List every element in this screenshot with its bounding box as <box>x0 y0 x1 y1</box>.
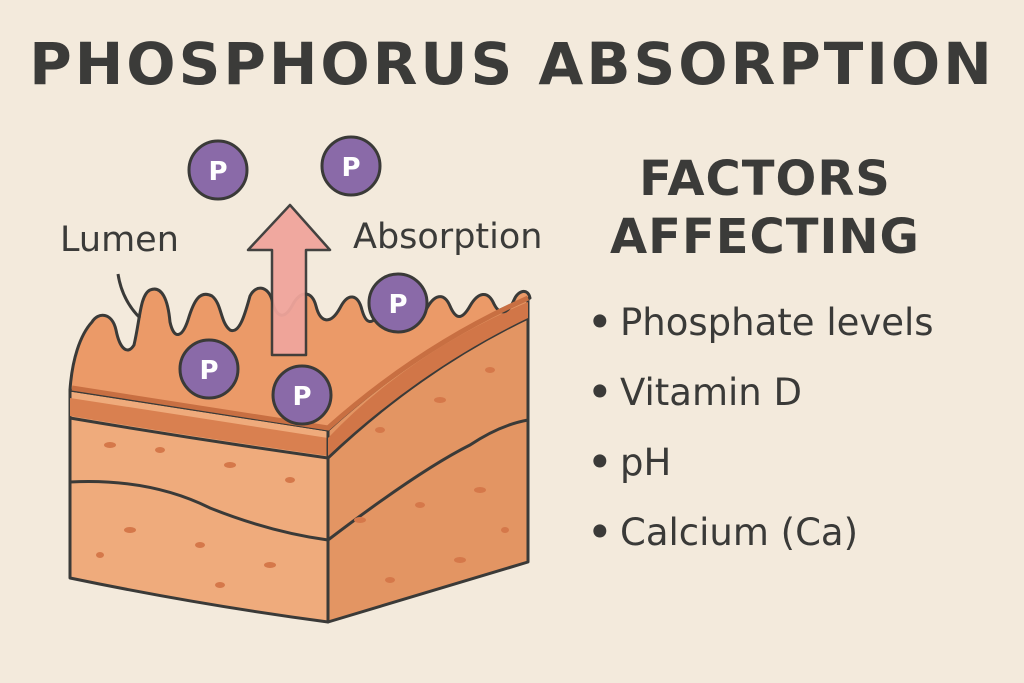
factor-item: Vitamin D <box>588 370 934 440</box>
svg-text:P: P <box>388 290 407 320</box>
absorption-arrow <box>246 203 332 357</box>
phosphate-particle: P <box>178 338 240 400</box>
phosphate-particle: P <box>271 364 333 426</box>
tissue-layer-band <box>328 302 528 456</box>
tissue-texture-dots <box>96 367 509 588</box>
tissue-layer-band <box>70 398 328 456</box>
phosphate-particle: P <box>367 272 429 334</box>
factors-list: Phosphate levels Vitamin D pH Calcium (C… <box>588 300 934 580</box>
svg-text:P: P <box>199 356 218 386</box>
factor-item: Phosphate levels <box>588 300 934 370</box>
tissue-layer-line <box>326 316 529 460</box>
page-title: PHOSPHORUS ABSORPTION <box>29 30 995 98</box>
factors-heading-line: FACTORS <box>639 151 891 207</box>
factor-item: pH <box>588 440 934 510</box>
svg-text:P: P <box>208 157 227 187</box>
tissue-top-rim <box>71 295 530 431</box>
lumen-label: Lumen <box>60 220 179 260</box>
tissue-layer-line <box>69 416 329 460</box>
phosphate-particle: P <box>320 135 382 197</box>
svg-text:P: P <box>341 153 360 183</box>
svg-text:P: P <box>292 382 311 412</box>
factors-heading-line: AFFECTING <box>610 209 920 265</box>
absorption-label: Absorption <box>353 217 543 257</box>
tissue-layer-line <box>69 480 329 542</box>
factor-item: Calcium (Ca) <box>588 510 934 580</box>
tissue-layer-line <box>327 418 529 542</box>
phosphate-particle: P <box>187 139 249 201</box>
lumen-pointer-line <box>116 273 142 320</box>
factors-heading: FACTORS AFFECTING <box>600 150 930 266</box>
